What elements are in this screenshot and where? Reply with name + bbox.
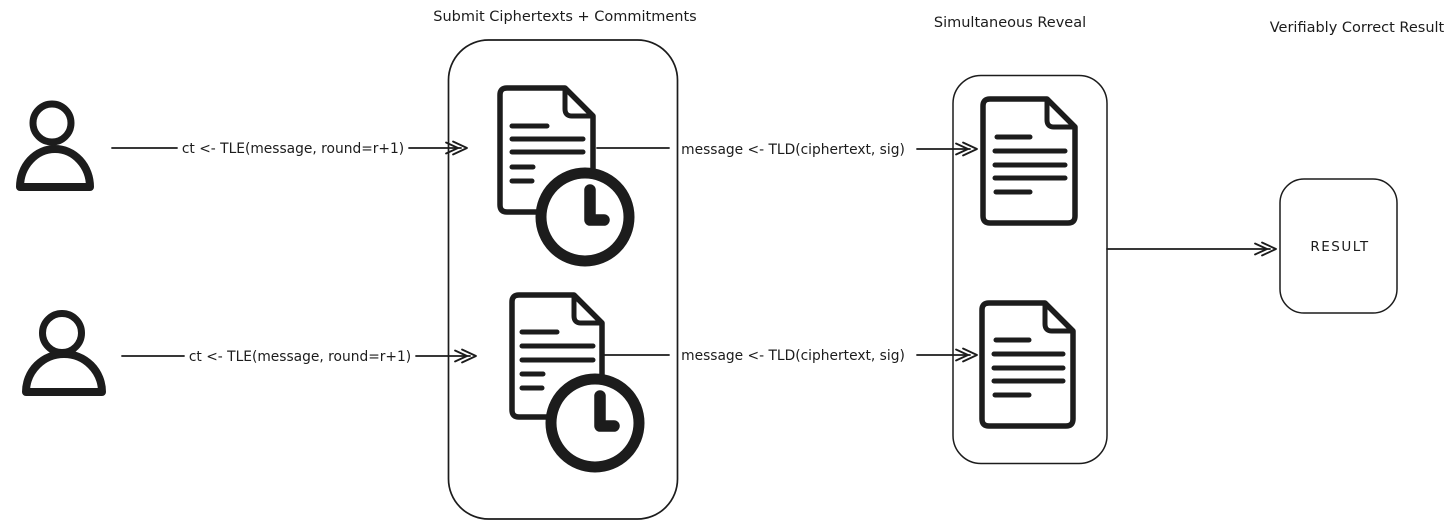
document-fold-corner — [1044, 100, 1074, 130]
user-icon-bottom — [22, 310, 106, 396]
document-icon-bottom — [979, 300, 1076, 429]
user-head — [39, 310, 85, 356]
document-text-lines — [509, 123, 586, 184]
document-text-lines — [991, 337, 1066, 398]
arrow-result — [1106, 241, 1277, 257]
arrow-tle-bottom — [121, 348, 477, 364]
arrow-tle-top — [111, 140, 468, 156]
document-with-clock-icon-top — [497, 85, 635, 267]
result-box-label: RESULT — [1310, 239, 1369, 255]
user-head — [29, 100, 75, 146]
submit-box — [447, 39, 679, 520]
reveal-section-title: Simultaneous Reveal — [934, 15, 1086, 31]
user-icon-top — [16, 100, 94, 191]
document-icon-top — [980, 96, 1078, 226]
result-section-title: Verifiably Correct Result — [1270, 20, 1445, 36]
document-outline — [980, 96, 1078, 226]
reveal-box — [952, 74, 1108, 465]
arrow-tld-bottom-label: message <- TLD(ciphertext, sig) — [681, 348, 905, 364]
user-body — [16, 145, 94, 191]
clock-hands — [594, 390, 620, 432]
result-box — [1279, 178, 1398, 314]
document-with-clock-icon-bottom — [509, 292, 645, 473]
document-text-lines — [992, 134, 1068, 195]
document-text-lines — [519, 329, 596, 391]
document-fold-corner — [571, 296, 601, 326]
arrow-tld-top-label: message <- TLD(ciphertext, sig) — [681, 142, 905, 158]
arrow-tld-bottom — [603, 347, 978, 363]
document-fold-corner — [1042, 304, 1072, 334]
document-outline — [979, 300, 1076, 429]
arrow-tld-top — [596, 141, 978, 157]
user-body — [22, 350, 106, 396]
submit-section-title: Submit Ciphertexts + Commitments — [433, 9, 696, 25]
clock-hands — [584, 184, 610, 226]
arrow-tle-bottom-label: ct <- TLE(message, round=r+1) — [189, 349, 411, 365]
arrow-tle-top-label: ct <- TLE(message, round=r+1) — [182, 141, 404, 157]
document-fold-corner — [562, 89, 592, 119]
